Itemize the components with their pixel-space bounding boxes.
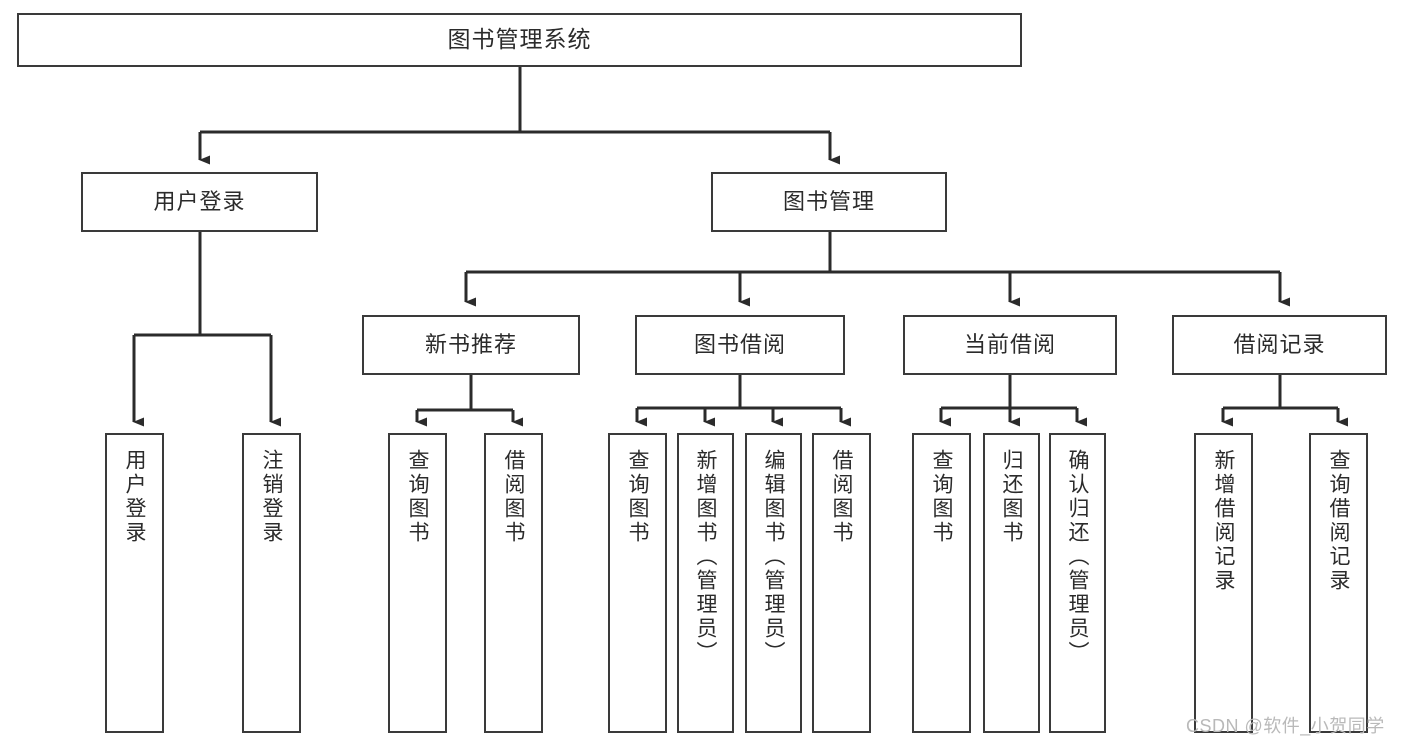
node-label: 用户登录 (153, 189, 246, 215)
node-root-system[interactable]: 图书管理系统 (17, 13, 1022, 67)
leaf-borrow-borrow-book[interactable]: 借阅图书 (812, 433, 871, 733)
leaf-borrow-add-book-admin[interactable]: 新增图书（管理员） (677, 433, 734, 733)
node-label: 新增借阅记录 (1212, 449, 1235, 593)
node-label: 注销登录 (260, 449, 283, 545)
leaf-recommend-borrow-book[interactable]: 借阅图书 (484, 433, 543, 733)
node-borrow-record[interactable]: 借阅记录 (1172, 315, 1387, 375)
node-label: 用户登录 (123, 449, 146, 545)
node-label: 借阅图书 (502, 449, 525, 545)
leaf-user-login-logout[interactable]: 注销登录 (242, 433, 301, 733)
node-book-borrow[interactable]: 图书借阅 (635, 315, 845, 375)
leaf-record-add-record[interactable]: 新增借阅记录 (1194, 433, 1253, 733)
leaf-borrow-query-book[interactable]: 查询图书 (608, 433, 667, 733)
node-label: 新书推荐 (424, 332, 517, 358)
node-label: 查询借阅记录 (1327, 449, 1350, 593)
node-label: 当前借阅 (963, 332, 1056, 358)
leaf-current-confirm-return-admin[interactable]: 确认归还（管理员） (1049, 433, 1106, 733)
leaf-current-query-book[interactable]: 查询图书 (912, 433, 971, 733)
node-current-borrow[interactable]: 当前借阅 (903, 315, 1117, 375)
node-book-management[interactable]: 图书管理 (711, 172, 947, 232)
node-label: 新增图书（管理员） (694, 449, 717, 665)
node-label: 查询图书 (406, 449, 429, 545)
node-label: 确认归还（管理员） (1066, 449, 1089, 665)
leaf-recommend-query-book[interactable]: 查询图书 (388, 433, 447, 733)
leaf-borrow-edit-book-admin[interactable]: 编辑图书（管理员） (745, 433, 802, 733)
node-label: 图书借阅 (693, 332, 786, 358)
node-label: 借阅图书 (830, 449, 853, 545)
leaf-current-return-book[interactable]: 归还图书 (983, 433, 1040, 733)
node-label: 归还图书 (1000, 449, 1023, 545)
leaf-user-login-login[interactable]: 用户登录 (105, 433, 164, 733)
leaf-record-query-record[interactable]: 查询借阅记录 (1309, 433, 1368, 733)
node-new-book-recommend[interactable]: 新书推荐 (362, 315, 580, 375)
csdn-watermark: CSDN @软件_小贺同学 (1186, 716, 1385, 736)
node-label: 编辑图书（管理员） (762, 449, 785, 665)
node-label: 查询图书 (626, 449, 649, 545)
node-label: 借阅记录 (1233, 332, 1326, 358)
node-user-login[interactable]: 用户登录 (81, 172, 318, 232)
node-label: 查询图书 (930, 449, 953, 545)
node-label: 图书管理 (782, 189, 875, 215)
node-label: 图书管理系统 (447, 26, 592, 53)
